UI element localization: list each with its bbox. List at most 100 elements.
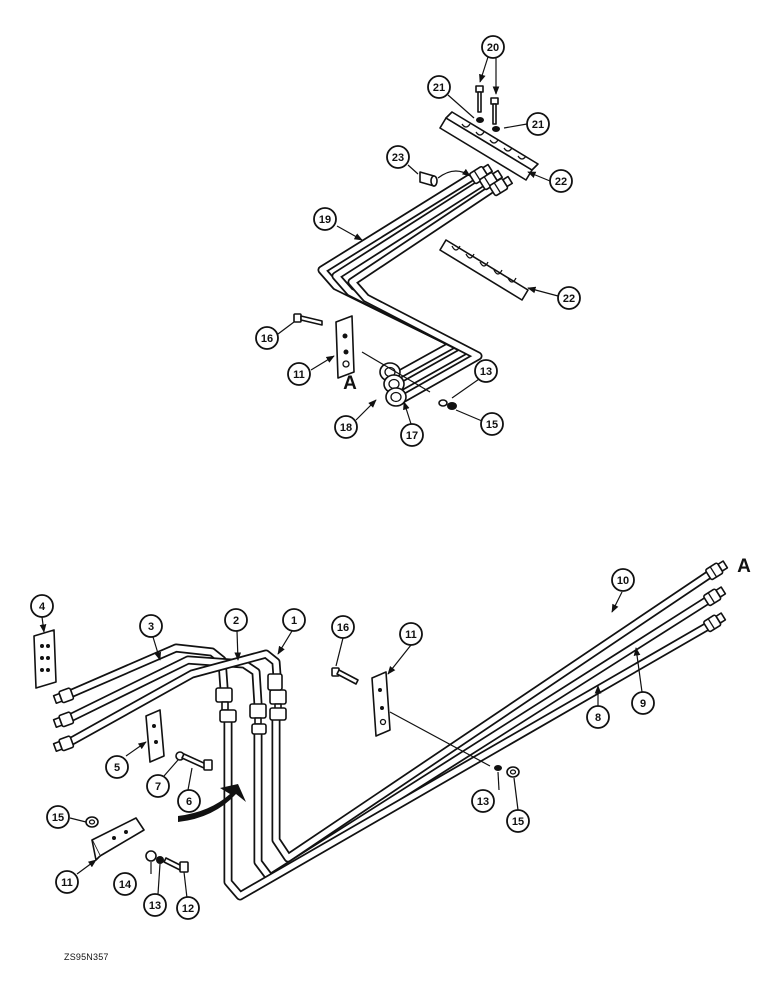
- svg-text:14: 14: [119, 879, 132, 891]
- svg-text:19: 19: [319, 214, 331, 226]
- view-marker-a-upper: A: [343, 373, 357, 394]
- assembly-direction-arrow: [178, 784, 246, 822]
- svg-text:18: 18: [340, 422, 352, 434]
- svg-text:20: 20: [487, 42, 499, 54]
- tube-18: [347, 185, 495, 403]
- svg-text:16: 16: [337, 622, 349, 634]
- upper-tube-assembly: [277, 56, 559, 428]
- svg-text:23: 23: [392, 152, 404, 164]
- bolt-16-upper: [293, 313, 323, 326]
- svg-text:1: 1: [291, 615, 297, 627]
- svg-text:15: 15: [52, 812, 64, 824]
- clamp-bar-22-lower: [439, 239, 529, 301]
- washer-13-right: [494, 765, 502, 771]
- bracket-plate-4: [33, 629, 57, 689]
- tube-17: [331, 179, 485, 391]
- svg-text:5: 5: [114, 762, 120, 774]
- svg-text:13: 13: [480, 366, 492, 378]
- tube-9: [253, 595, 713, 883]
- callout-11-right: 11: [399, 622, 423, 646]
- bolt-12: [163, 857, 189, 873]
- upper-leader-lines: [277, 56, 559, 428]
- svg-text:13: 13: [149, 900, 161, 912]
- bolt-6: [181, 753, 213, 771]
- tube-1: [65, 649, 283, 747]
- svg-text:16: 16: [261, 333, 273, 345]
- callouts: 20 21 21 23 22 19 22 16 11 13 15 18 17 4…: [30, 35, 655, 920]
- svg-text:11: 11: [61, 877, 73, 889]
- svg-text:11: 11: [405, 629, 417, 641]
- svg-text:8: 8: [595, 712, 601, 724]
- bolts-20: [475, 85, 499, 125]
- left-tube-end-fittings: [52, 687, 75, 753]
- svg-text:21: 21: [433, 82, 445, 94]
- callout-22-top: 22: [549, 169, 573, 193]
- callout-13-lower: 13: [143, 893, 167, 917]
- callout-15-right: 15: [506, 809, 530, 833]
- tube-19: [317, 173, 475, 380]
- bolt-16-lower: [331, 667, 359, 685]
- callout-8: 8: [586, 705, 610, 729]
- svg-text:2: 2: [233, 615, 239, 627]
- callout-11-upper: 11: [287, 362, 311, 386]
- callout-3: 3: [139, 614, 163, 638]
- lower-tube-end-nuts: [379, 362, 407, 407]
- washer-13-upper: [438, 399, 448, 407]
- svg-text:15: 15: [486, 419, 498, 431]
- washer-14: [145, 850, 157, 862]
- callout-20: 20: [481, 35, 505, 59]
- callout-5: 5: [105, 755, 129, 779]
- callout-12: 12: [176, 896, 200, 920]
- callout-16-lower: 16: [331, 615, 355, 639]
- bracket-plate-5: [145, 709, 165, 763]
- callout-6: 6: [177, 789, 201, 813]
- callout-2: 2: [224, 608, 248, 632]
- callout-11-lower: 11: [55, 870, 79, 894]
- callout-19: 19: [313, 207, 337, 231]
- figure-reference-code: ZS95N357: [64, 952, 109, 962]
- svg-text:17: 17: [406, 430, 418, 442]
- svg-text:4: 4: [39, 601, 46, 613]
- callout-13-upper: 13: [474, 359, 498, 383]
- washer-13-lower: [156, 856, 164, 864]
- bracket-plate-11-upper: [335, 315, 355, 379]
- nut-15-upper: [447, 402, 457, 410]
- sleeve-23: [419, 171, 438, 187]
- svg-text:21: 21: [532, 119, 544, 131]
- upper-tube-end-fittings: [469, 163, 514, 197]
- nut-15-right: [506, 766, 520, 778]
- washers-21: [476, 117, 500, 132]
- callout-17: 17: [400, 423, 424, 447]
- lower-tube-assembly: [33, 560, 729, 901]
- svg-text:13: 13: [477, 796, 489, 808]
- callout-15-lower: 15: [46, 805, 70, 829]
- callout-21-right: 21: [526, 112, 550, 136]
- right-tube-end-fittings: [703, 560, 729, 633]
- svg-text:12: 12: [182, 903, 194, 915]
- callout-13-right: 13: [471, 789, 495, 813]
- tube-union-fittings: [215, 673, 287, 735]
- bracket-plate-11-right: [371, 671, 391, 737]
- callout-1: 1: [282, 608, 306, 632]
- svg-text:9: 9: [640, 698, 646, 710]
- svg-text:22: 22: [563, 293, 575, 305]
- nut-15-lower: [85, 816, 99, 828]
- view-marker-a-right: A: [737, 556, 751, 577]
- clamp-bar-22-top: [439, 111, 539, 181]
- callout-10: 10: [611, 568, 635, 592]
- svg-text:22: 22: [555, 176, 567, 188]
- callout-23: 23: [386, 145, 410, 169]
- lower-leader-lines: [39, 591, 643, 899]
- svg-text:10: 10: [617, 575, 629, 587]
- callout-21-left: 21: [427, 75, 451, 99]
- svg-text:3: 3: [148, 621, 154, 633]
- callout-22-lower: 22: [557, 286, 581, 310]
- svg-text:6: 6: [186, 796, 192, 808]
- svg-text:7: 7: [155, 781, 161, 793]
- svg-text:11: 11: [293, 369, 305, 381]
- callout-7: 7: [146, 774, 170, 798]
- callout-18: 18: [334, 415, 358, 439]
- callout-15-upper: 15: [480, 412, 504, 436]
- svg-text:15: 15: [512, 816, 524, 828]
